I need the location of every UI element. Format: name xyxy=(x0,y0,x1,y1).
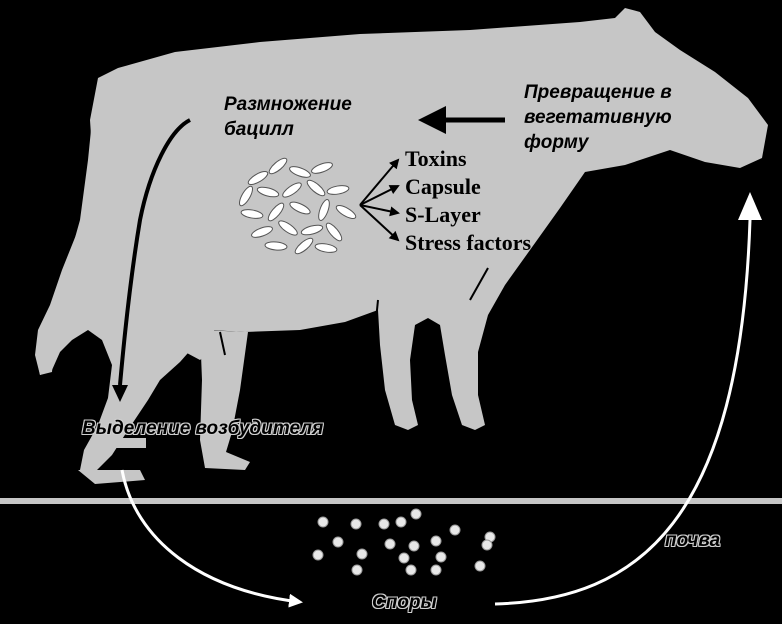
soil-label: почва xyxy=(665,530,720,552)
spores xyxy=(313,509,495,575)
factor-capsule: Capsule xyxy=(405,174,481,200)
factor-s-layer: S-Layer xyxy=(405,202,481,228)
shedding-label: Выделение возбудителя xyxy=(82,418,323,440)
ground-line xyxy=(0,498,782,504)
to-spores-arrow xyxy=(122,470,300,602)
conversion-label: Превращение в вегетативную форму xyxy=(524,80,724,155)
factor-toxins: Toxins xyxy=(405,146,467,172)
to-cow-arrow xyxy=(495,192,762,604)
factor-stress: Stress factors xyxy=(405,230,531,256)
spores-label: Споры xyxy=(372,592,437,614)
cow-body xyxy=(35,8,768,472)
cow-ground-shadow xyxy=(78,470,145,484)
reproduction-label: Размножение бацилл xyxy=(224,92,424,142)
